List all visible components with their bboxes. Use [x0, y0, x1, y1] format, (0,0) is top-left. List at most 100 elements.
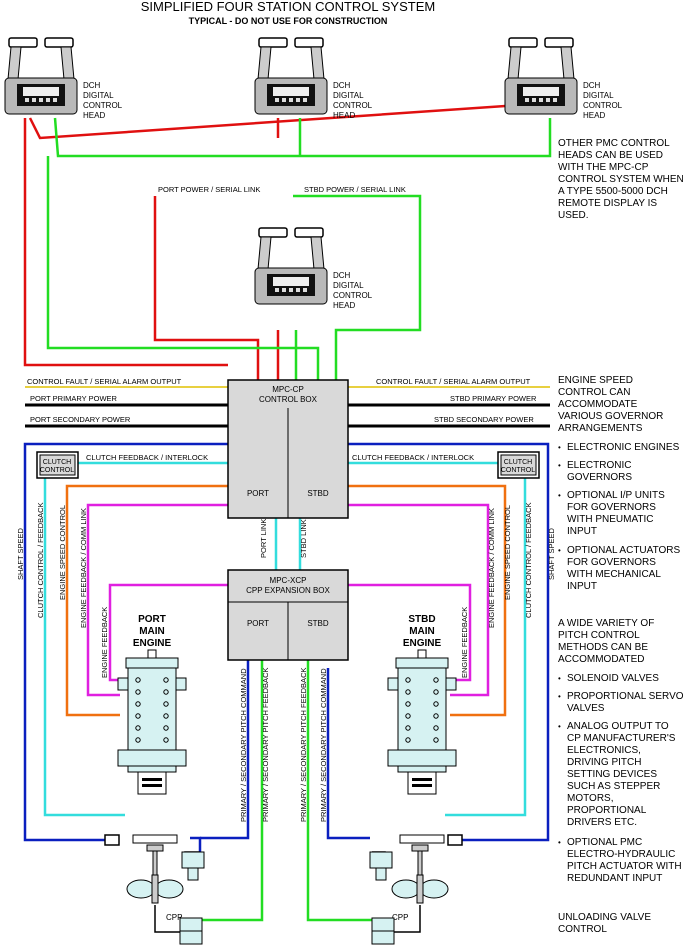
bullet-pitch-4-2: ELECTRO-HYDRAULIC — [567, 849, 675, 860]
note-other-heads-7: USED. — [558, 210, 589, 221]
note-unloading-1: UNLOADING VALVE — [558, 912, 651, 923]
mpc-xcp-expansion-box: MPC-XCP CPP EXPANSION BOX PORT STBD — [227, 569, 349, 661]
engine-speed-control-wiring — [65, 484, 507, 717]
power-buses — [25, 403, 550, 428]
head4-label-line2: DIGITAL — [333, 281, 364, 290]
bullet-gov-3-1: OPTIONAL I/P UNITS — [567, 490, 665, 501]
control-box-title2: CONTROL BOX — [259, 395, 318, 404]
head2-label-line4: HEAD — [333, 111, 355, 120]
control-head-3 — [504, 37, 578, 115]
control-head-2 — [254, 37, 328, 115]
note-pitch-3: METHODS CAN BE — [558, 642, 648, 653]
diagram-subtitle: TYPICAL - DO NOT USE FOR CONSTRUCTION — [189, 16, 388, 26]
note-other-heads-1: OTHER PMC CONTROL — [558, 138, 670, 149]
stbd-engine-label2: MAIN — [409, 626, 435, 637]
stbd-clutch-control: CLUTCH CONTROL — [497, 451, 540, 479]
bullet-pitch-4-4: REDUNDANT INPUT — [567, 873, 662, 884]
stbd-clutch-line2: CONTROL — [501, 467, 535, 474]
bullet-gov-4-4: INPUT — [567, 581, 597, 592]
head3-label-line4: HEAD — [583, 111, 605, 120]
clutch-control-feedback — [43, 461, 527, 817]
stbd-pitch-valve — [369, 851, 393, 881]
stbd-main-engine — [387, 649, 457, 795]
head4-label-line3: CONTROL — [333, 291, 373, 300]
control-box-title1: MPC-CP — [272, 385, 304, 394]
stbd-pitch-feedback-label: PRIMARY / SECONDARY PITCH FEEDBACK — [299, 668, 308, 822]
head1-label-line2: DIGITAL — [83, 91, 114, 100]
expansion-box-port: PORT — [247, 619, 269, 628]
bullet-pitch-3-2: CP MANUFACTURER'S — [567, 733, 676, 744]
expansion-box-title1: MPC-XCP — [270, 576, 307, 585]
shaft-speed-wiring — [23, 442, 550, 858]
stbd-power-label: STBD POWER / SERIAL LINK — [304, 185, 406, 194]
bullet-gov-1-1: ELECTRONIC ENGINES — [567, 442, 680, 453]
control-head-1 — [4, 37, 78, 115]
engine-feedback-wiring — [86, 503, 490, 697]
secondary-right-label: STBD SECONDARY POWER — [434, 415, 534, 424]
stbd-clutch-feedback-label: CLUTCH CONTROL / FEEDBACK — [524, 502, 533, 618]
port-pitch-feedback-label: PRIMARY / SECONDARY PITCH FEEDBACK — [261, 668, 270, 822]
bullet-pitch-3-8: PROPORTIONAL — [567, 805, 647, 816]
note-other-heads-4: CONTROL SYSTEM WHEN — [558, 174, 684, 185]
svg-text:•: • — [558, 722, 561, 731]
bullet-pitch-4-1: OPTIONAL PMC — [567, 837, 642, 848]
svg-text:•: • — [558, 461, 561, 470]
stbd-pitch-command-label: PRIMARY / SECONDARY PITCH COMMAND — [319, 668, 328, 822]
head3-label-line1: DCH — [583, 81, 601, 90]
note-other-heads-6: REMOTE DISPLAY IS — [558, 198, 657, 209]
note-pitch-4: ACCOMMODATED — [558, 654, 644, 665]
bullet-gov-3-2: FOR GOVERNORS — [567, 502, 656, 513]
port-pitch-command-label: PRIMARY / SECONDARY PITCH COMMAND — [239, 668, 248, 822]
head4-label-line4: HEAD — [333, 301, 355, 310]
diagram-title: SIMPLIFIED FOUR STATION CONTROL SYSTEM — [141, 0, 435, 14]
port-clutch-control: CLUTCH CONTROL — [36, 451, 79, 479]
port-engine-speed-label: ENGINE SPEED CONTROL — [58, 505, 67, 600]
bullet-gov-2-1: ELECTRONIC — [567, 460, 631, 471]
bullet-gov-3-4: INPUT — [567, 526, 597, 537]
port-propeller — [126, 844, 184, 904]
note-pitch-2: PITCH CONTROL — [558, 630, 640, 641]
note-pitch-1: A WIDE VARIETY OF — [558, 618, 654, 629]
stbd-shaft-sensor — [399, 834, 463, 846]
stbd-unloading-valve — [371, 917, 395, 945]
stbd-propeller — [391, 844, 449, 904]
control-box-stbd: STBD — [307, 489, 329, 498]
primary-right-label: STBD PRIMARY POWER — [450, 394, 537, 403]
port-feedback-comm-label: ENGINE FEEDBACK / COMM LINK — [79, 508, 88, 628]
svg-text:•: • — [558, 838, 561, 847]
head3-label-line3: CONTROL — [583, 101, 623, 110]
fault-left-label: CONTROL FAULT / SERIAL ALARM OUTPUT — [27, 377, 182, 386]
port-pitch-valve — [181, 851, 205, 881]
port-power-label: PORT POWER / SERIAL LINK — [158, 185, 260, 194]
bullet-pitch-3-5: SETTING DEVICES — [567, 769, 657, 780]
stbd-engine-feedback-label: ENGINE FEEDBACK — [460, 607, 469, 678]
head2-label-line1: DCH — [333, 81, 351, 90]
pitch-feedback-wiring — [200, 660, 372, 922]
control-box-port: PORT — [247, 489, 269, 498]
head4-label-line1: DCH — [333, 271, 351, 280]
port-shaft-speed-label: SHAFT SPEED — [16, 527, 25, 580]
note-other-heads-5: A TYPE 5500-5000 DCH — [558, 186, 668, 197]
port-engine-label2: MAIN — [139, 626, 165, 637]
stbd-shaft-speed-label: SHAFT SPEED — [547, 527, 556, 580]
head1-label-line1: DCH — [83, 81, 101, 90]
primary-left-label: PORT PRIMARY POWER — [30, 394, 118, 403]
port-clutch-feedback-label: CLUTCH CONTROL / FEEDBACK — [36, 502, 45, 618]
svg-text:•: • — [558, 546, 561, 555]
stbd-engine-label3: ENGINE — [403, 638, 442, 649]
port-unloading-valve — [179, 917, 203, 945]
stbd-engine-label1: STBD — [408, 614, 435, 625]
pitch-command-wiring — [200, 660, 250, 840]
svg-text:•: • — [558, 443, 561, 452]
secondary-left-label: PORT SECONDARY POWER — [30, 415, 131, 424]
bullet-pitch-4-3: PITCH ACTUATOR WITH — [567, 861, 682, 872]
bullet-gov-4-3: WITH MECHANICAL — [567, 569, 661, 580]
bullet-gov-4-1: OPTIONAL ACTUATORS — [567, 545, 680, 556]
notes-panel: OTHER PMC CONTROL HEADS CAN BE USED WITH… — [558, 138, 684, 935]
port-engine-feedback-label: ENGINE FEEDBACK — [100, 607, 109, 678]
port-link-label: PORT LINK — [259, 519, 268, 558]
bullet-pitch-2-2: VALVES — [567, 703, 605, 714]
mpc-cp-control-box: MPC-CP CONTROL BOX PORT STBD — [227, 379, 349, 519]
bullet-gov-2-2: GOVERNORS — [567, 472, 632, 483]
head3-label-line2: DIGITAL — [583, 91, 614, 100]
